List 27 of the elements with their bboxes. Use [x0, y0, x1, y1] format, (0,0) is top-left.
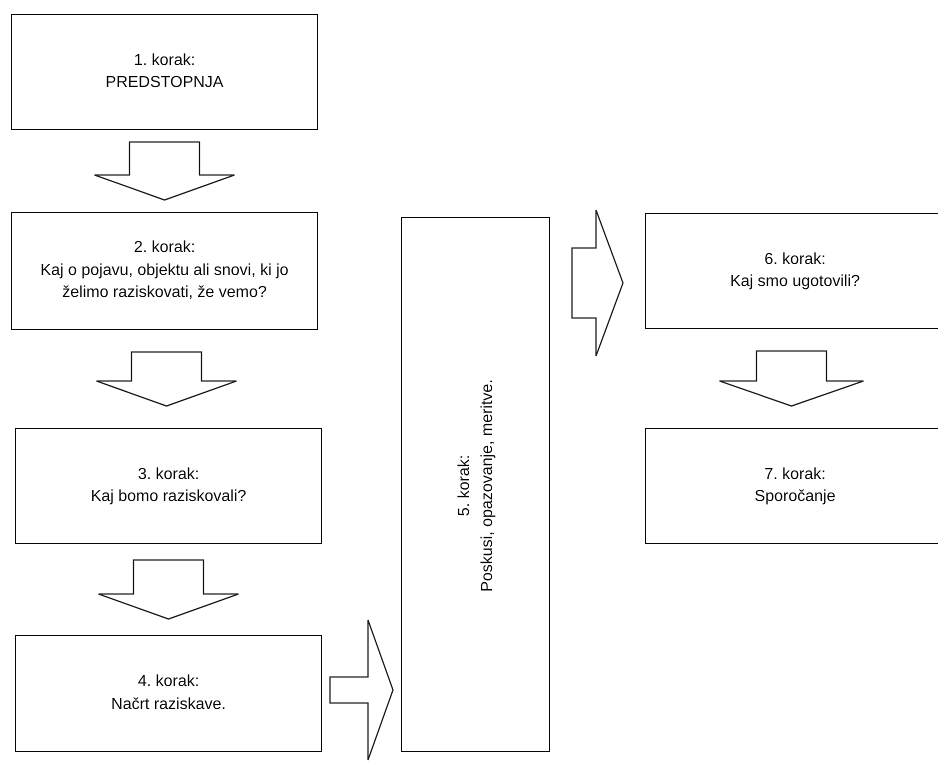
block-arrow — [571, 209, 624, 357]
step-box — [15, 635, 322, 752]
step-description: Sporočanje — [754, 487, 836, 507]
step-box — [11, 212, 318, 330]
step-description: Poskusi, opazovanje, meritve. — [478, 379, 496, 592]
step-heading: 6. korak: — [764, 250, 826, 270]
step-heading: 2. korak: — [134, 238, 196, 258]
step-description: Kaj o pojavu, objektu ali snovi, ki jo želimo raziskovati, že vemo? — [39, 260, 290, 304]
block-arrow — [718, 350, 864, 407]
step-heading: 3. korak: — [138, 464, 200, 485]
step-box — [645, 428, 938, 544]
block-arrow — [329, 619, 394, 761]
step-heading: 5. korak: — [455, 454, 474, 516]
step-description: Kaj smo ugotovili? — [730, 272, 860, 292]
step-box — [15, 428, 322, 544]
step-heading: 1. korak: — [134, 50, 196, 71]
step-description: Kaj bomo raziskovali? — [90, 487, 246, 507]
step-heading: 4. korak: — [138, 672, 200, 692]
step-box — [401, 217, 550, 752]
step-description: PREDSTOPNJA — [106, 73, 224, 93]
step-box — [645, 213, 938, 329]
block-arrow — [98, 559, 240, 620]
block-arrow — [94, 141, 236, 201]
step-box — [11, 14, 318, 130]
step-description: Načrt raziskave. — [111, 694, 226, 714]
block-arrow — [96, 351, 238, 407]
step-heading: 7. korak: — [764, 464, 826, 485]
